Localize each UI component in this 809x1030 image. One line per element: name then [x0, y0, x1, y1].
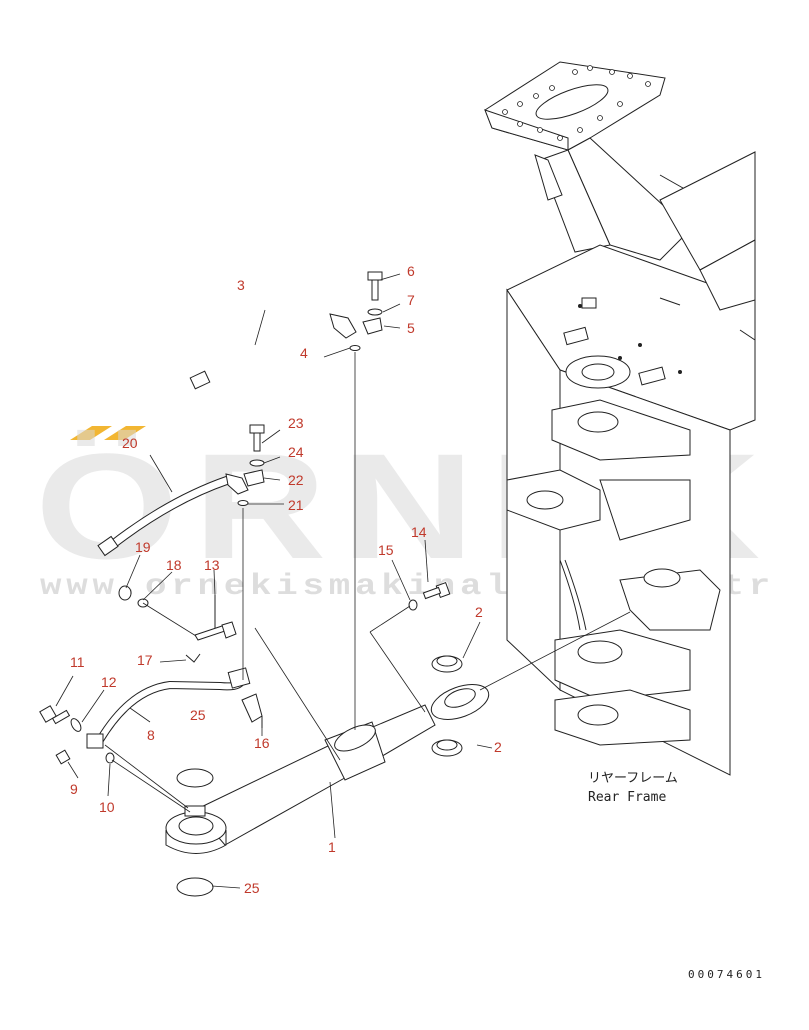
callout-15: 15: [378, 542, 394, 558]
hose-20: [97, 473, 249, 557]
callout-2-lower: 2: [494, 739, 502, 755]
callout-21: 21: [288, 497, 304, 513]
bolt-washer-clamp-lower: [237, 424, 265, 506]
bolt-14-washer-15: [408, 582, 451, 611]
callout-11: 11: [70, 654, 85, 670]
callout-25-upper: 25: [190, 707, 206, 723]
callout-9: 9: [70, 781, 78, 797]
callouts: 1 2 2 3 4 5 6 7 8 9 10 11 12 13 14 15 16…: [70, 263, 502, 896]
callout-25-lower: 25: [244, 880, 260, 896]
callout-18: 18: [166, 557, 182, 573]
callout-1: 1: [328, 839, 336, 855]
steering-cylinder: [165, 684, 490, 854]
callout-14: 14: [411, 524, 427, 540]
hose-3: [189, 313, 357, 390]
callout-10: 10: [99, 799, 115, 815]
bolt-washer-clamp-upper: [349, 271, 383, 351]
rear-frame-hinges: [506, 399, 721, 746]
callout-6: 6: [407, 263, 415, 279]
leader-lines: [55, 273, 631, 889]
callout-13: 13: [204, 557, 220, 573]
callout-20: 20: [122, 435, 138, 451]
tube-8: [86, 667, 251, 749]
callout-7: 7: [407, 292, 415, 308]
callout-24: 24: [288, 444, 304, 460]
callout-5: 5: [407, 320, 415, 336]
rear-frame-label: リヤーフレーム Rear Frame: [588, 771, 678, 805]
document-number: 00074601: [688, 968, 765, 981]
shims: [176, 768, 214, 897]
callout-2-upper: 2: [475, 604, 483, 620]
watermark-accent-left: [70, 426, 112, 440]
callout-16: 16: [254, 735, 270, 751]
callout-12: 12: [101, 674, 117, 690]
rear-frame-upper-bracket: [484, 61, 691, 261]
callout-23: 23: [288, 415, 304, 431]
callout-8: 8: [147, 727, 155, 743]
callout-22: 22: [288, 472, 304, 488]
callout-17: 17: [137, 652, 153, 668]
callout-19: 19: [135, 539, 151, 555]
callout-3: 3: [237, 277, 245, 293]
watermark-accent-right: [104, 426, 146, 440]
callout-4: 4: [300, 345, 308, 361]
rear-frame-label-english: Rear Frame: [588, 790, 666, 805]
dust-seals: [431, 655, 463, 757]
rear-frame-label-japanese: リヤーフレーム: [588, 771, 678, 786]
